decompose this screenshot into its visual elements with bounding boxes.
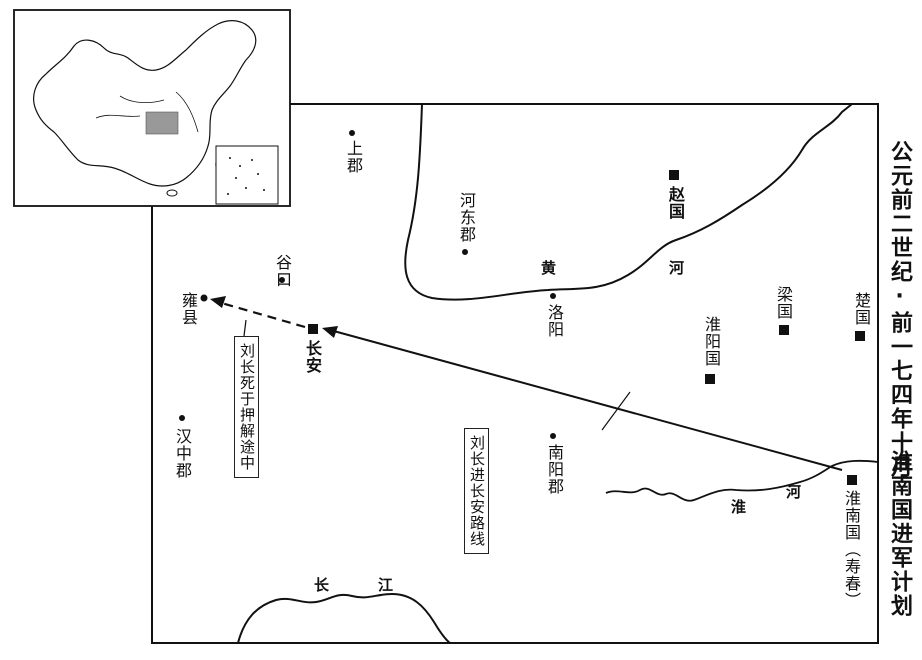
huai-river [605, 459, 879, 502]
label-huainan: 淮南国（寿春） [842, 490, 861, 609]
label-yangtze-1: 长 [314, 576, 330, 594]
label-luoyang: 洛阳 [545, 304, 564, 338]
label-gukou: 谷口 [273, 254, 292, 288]
zhao-square [669, 170, 679, 180]
label-changan: 长安 [303, 340, 322, 374]
label-huai-river-2: 河 [786, 483, 802, 501]
hedongjun-dot [462, 249, 468, 255]
route-arrowhead [322, 326, 338, 338]
south-sea-islands [227, 157, 265, 195]
death-route-arrowhead [210, 296, 226, 308]
china-outline [33, 20, 257, 187]
callout-death: 刘长死于押解途中 [234, 336, 259, 478]
map-title: 公元前二世纪·前一七四年十月 [887, 140, 912, 479]
label-yellow-river-1: 黄 [541, 259, 557, 277]
label-chu: 楚国 [852, 292, 871, 326]
nanyangjun-dot [550, 433, 556, 439]
chu-square [855, 331, 865, 341]
label-hedongjun: 河东郡 [457, 192, 476, 243]
inset-map [13, 9, 291, 207]
death-callout-pointer [243, 319, 247, 337]
shangjun-dot [349, 130, 355, 136]
death-route-line [217, 300, 306, 329]
luoyang-dot [550, 293, 556, 299]
yongxian-dot [200, 294, 208, 302]
callout-route: 刘长进长安路线 [464, 428, 489, 554]
huaiyang-square [705, 374, 715, 384]
yellow-river [404, 103, 853, 301]
map-frame [151, 103, 879, 644]
label-huaiyang: 淮阳国 [702, 316, 721, 367]
highlight-region [145, 111, 179, 135]
label-liang: 梁国 [774, 286, 793, 320]
hainan-island [166, 189, 178, 197]
map-subtitle: 淮南国进军计划 [887, 450, 912, 618]
huainan-square [847, 475, 857, 485]
south-sea-inset [215, 145, 279, 205]
label-yongxian: 雍县 [179, 292, 198, 326]
label-shangjun: 上郡 [344, 140, 363, 174]
label-nanyangjun: 南阳郡 [545, 444, 564, 495]
label-yellow-river-2: 河 [669, 259, 685, 277]
hanzhongjun-dot [179, 415, 185, 421]
route-callout-pointer [601, 391, 631, 431]
label-yangtze-2: 江 [378, 576, 394, 594]
label-huai-river-1: 淮 [731, 498, 747, 516]
label-hanzhongjun: 汉中郡 [173, 428, 192, 479]
label-zhao: 赵国 [666, 186, 685, 220]
yangtze-river [237, 592, 451, 644]
route-line [329, 329, 843, 471]
changan-square [308, 324, 318, 334]
gukou-dot [279, 277, 285, 283]
liang-square [779, 325, 789, 335]
inner-border [95, 91, 199, 133]
